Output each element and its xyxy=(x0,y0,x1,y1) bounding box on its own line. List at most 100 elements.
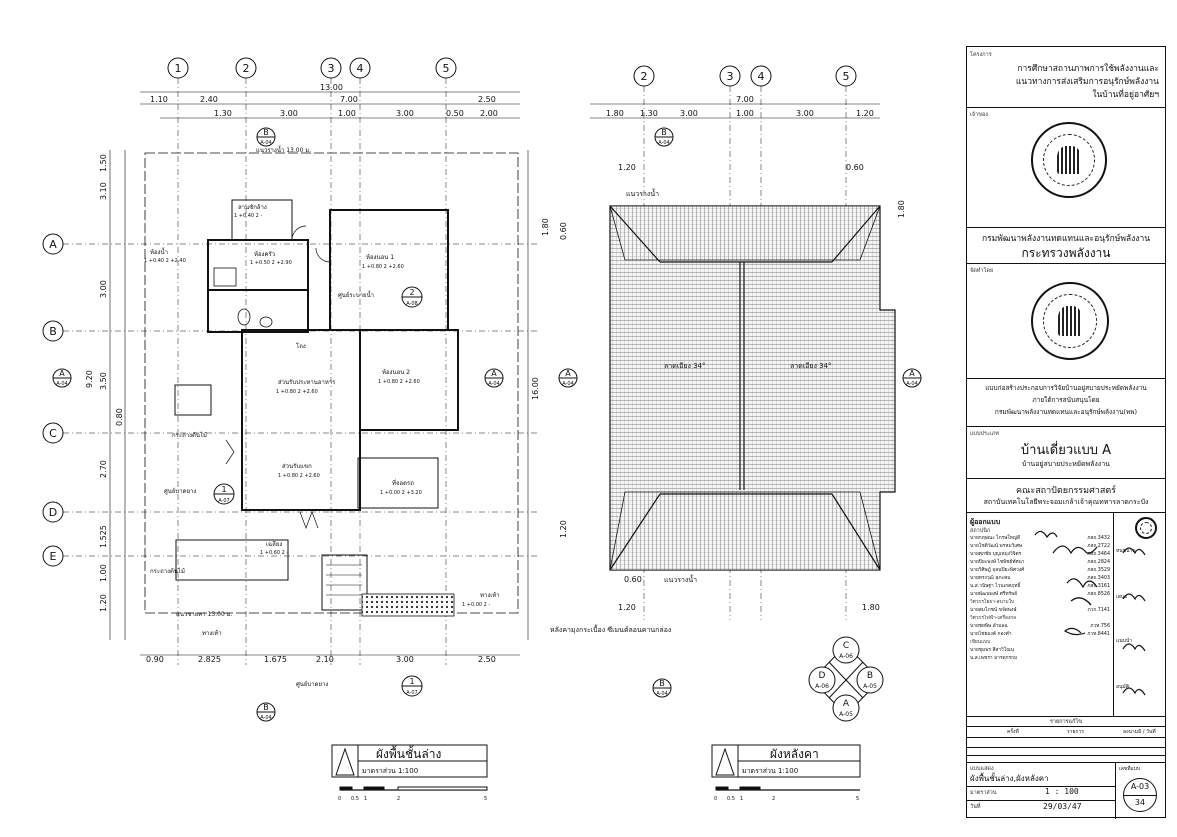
kmitl-seal-icon xyxy=(1031,282,1109,360)
gravel-strip xyxy=(361,593,455,617)
key-c: C xyxy=(843,641,849,651)
roof-section-left: A xyxy=(565,369,571,378)
room-living-levels: 1 +0.80 2 +2.60 xyxy=(278,473,320,479)
dim-plan-top-2: 7.00 xyxy=(340,95,358,104)
roof-dim-1: 1.30 xyxy=(640,109,658,118)
roof-dim-misc-0: 1.20 xyxy=(618,163,636,172)
dim-plan-bottom-4: 3.00 xyxy=(396,655,414,664)
sheet-number: A-03 xyxy=(1130,782,1150,791)
room-laundry: ลานซักล้าง xyxy=(238,204,267,211)
scale-label: มาตราส่วน xyxy=(970,790,997,796)
roof-dim-misc-8: 1.80 xyxy=(541,218,550,236)
faculty-section: คณะสถาปัตยกรรมศาสตร์ สถาบันเทคโนโลยีพระจ… xyxy=(967,478,1165,512)
dim-plan-top2-2: 1.00 xyxy=(338,109,356,118)
roof-section-bottom-ref: A-04 xyxy=(656,691,667,697)
dede-seal-icon xyxy=(1031,122,1107,198)
engineer-row: นายชยพิษ อำมลฉ ภวท.756 xyxy=(970,624,1110,629)
note-planter-2: กระถางต้นไม้ xyxy=(150,567,185,575)
architect-label: สถาปนิก xyxy=(970,528,991,534)
signatures xyxy=(1034,530,1146,696)
faculty-name: คณะสถาปัตยกรรมศาสตร์ xyxy=(1015,486,1117,496)
detail-ref-1: A-07 xyxy=(218,498,229,504)
dim-plan-bottom-2: 1.675 xyxy=(264,655,287,664)
plan-title: ผังพื้นชั้นล่าง xyxy=(376,745,441,761)
roof-note-material: หลังคามุงกระเบื้อง ซีเมนต์ลอนคานกล่อง xyxy=(550,623,671,634)
dim-left-7: 1.525 xyxy=(99,525,108,548)
roof-note-slope-2: ลาดเอียง 34° xyxy=(790,362,832,370)
dim-left-8: 1.00 xyxy=(99,564,108,582)
roof-scale-05: 0.5 xyxy=(727,796,735,802)
key-d: D xyxy=(819,671,826,681)
designer-label: ผู้ออกแบบ xyxy=(970,518,1001,526)
side-label-1: หนขนาด xyxy=(1116,548,1136,554)
project-line-1: การศึกษาสถานภาพการใช้พลังงานและ xyxy=(1017,64,1159,74)
detail-ref-2: A-08 xyxy=(406,301,417,307)
roof-scale-2: 2 xyxy=(772,796,775,802)
dim-plan-top2-1: 3.00 xyxy=(280,109,298,118)
section-ref-left: A-04 xyxy=(56,381,67,387)
section-mark-top: B xyxy=(263,128,269,137)
staff-section: ผู้ออกแบบ สถาปนิก นายกฤษณะ ไกรษใหญ่ดี ภส… xyxy=(967,512,1165,717)
plan-stairs xyxy=(326,564,362,596)
note-eave-bottom: แนวชายคา 13.00 ม. xyxy=(176,611,233,618)
dim-plan-top-3: 2.50 xyxy=(478,95,496,104)
dim-left-6: 2.70 xyxy=(99,460,108,478)
sponsor-line-1: แบบก่อสร้างประกอบการวิจัยบ้านอยู่สบายประ… xyxy=(985,384,1147,392)
number-label: เลขที่แบบ xyxy=(1119,766,1141,772)
rev-col-3: ลงนามมิ / วันที่ xyxy=(1123,729,1156,735)
section-mark-right: A xyxy=(491,369,497,378)
grid-col-4: 4 xyxy=(357,62,364,75)
sponsor-line-3: กรมพัฒนาพลังงานทดแทนและอนุรักษ์พลังงาน(พ… xyxy=(994,408,1138,416)
room-kitchen-levels: 1 +0.50 2 +2.90 xyxy=(250,260,292,266)
roof-dim-0: 1.80 xyxy=(606,109,624,118)
roof-bottom-hip xyxy=(609,491,881,571)
roof-dim-misc-1: 0.60 xyxy=(846,163,864,172)
room-dining-levels: 1 +0.80 2 +2.60 xyxy=(276,389,318,395)
roof-dim-misc-7: 1.80 xyxy=(897,200,906,218)
note-drain: ศูนย์ระบายน้ำ xyxy=(338,289,374,299)
roof-section-bottom: B xyxy=(659,679,665,688)
roof-plan: 2 3 4 5 7.00 1.80 1.30 3.00 1.00 3.00 1.… xyxy=(541,65,922,722)
detail-mark-2: 2 xyxy=(409,288,414,297)
roof-section-left-ref: A-04 xyxy=(562,381,573,387)
plan-dimension-lines xyxy=(109,91,529,656)
dim-left-4: 9.20 xyxy=(85,370,94,388)
note-hall: โถง xyxy=(296,342,306,350)
sheet-info-section: แบบแสดง ผังพื้นชั้นล่าง,ผังหลังคา มาตราส… xyxy=(967,762,1165,819)
scale-value: 1 : 100 xyxy=(1045,787,1079,796)
room-walkway: ทางเท้า xyxy=(480,592,500,599)
grid-row-B: B xyxy=(49,325,57,338)
plan-scale: มาตราส่วน 1:100 xyxy=(362,767,418,775)
north-arrow-icon xyxy=(335,747,355,776)
roof-grid-col-3: 3 xyxy=(727,70,734,83)
key-a: A xyxy=(843,699,850,709)
section-ref-right: A-04 xyxy=(488,381,499,387)
small-seal-icon xyxy=(1135,517,1157,539)
roof-dim-2: 3.00 xyxy=(680,109,698,118)
dim-plan-top2-3: 3.00 xyxy=(396,109,414,118)
grid-row-A: A xyxy=(49,238,57,251)
grid-col-1: 1 xyxy=(175,62,182,75)
room-dining: ส่วนรับประทานอาหาร xyxy=(278,379,336,386)
grid-col-2: 2 xyxy=(243,62,250,75)
institute-name: สถาบันเทคโนโลยีพระจอมเกล้าเจ้าคุณทหารลาด… xyxy=(983,498,1149,506)
section-mark-left: A xyxy=(59,369,65,378)
roof-dim-misc-2: 0.60 xyxy=(624,575,642,584)
key-d-ref: A-06 xyxy=(815,683,829,690)
dim-left-1: 1.50 xyxy=(99,154,108,172)
roof-section-right: A xyxy=(909,369,915,378)
plan-scale-2: 2 xyxy=(397,796,400,802)
dim-left-5: 0.80 xyxy=(115,408,124,426)
detail-ref-3: A-07 xyxy=(406,690,417,696)
section-mark-bottom: B xyxy=(263,703,269,712)
sheet-number-bubble: A-03 34 xyxy=(1123,778,1157,812)
room-kitchen: ห้องครัว xyxy=(254,251,275,258)
house-type: บ้านเดี่ยวแบบ A xyxy=(1020,443,1112,458)
dim-right-total: 16.00 xyxy=(531,377,540,400)
roof-grid-col-5: 5 xyxy=(843,70,850,83)
engineer-label: วิศวกรโยธา-สนามใบ xyxy=(970,600,1015,605)
revision-section: รายการแก้ไข ครั้งที่ รายการ ลงนามมิ / วั… xyxy=(967,716,1165,762)
roof-dim-4: 3.00 xyxy=(796,109,814,118)
roof-scale-1: 1 xyxy=(740,796,743,802)
